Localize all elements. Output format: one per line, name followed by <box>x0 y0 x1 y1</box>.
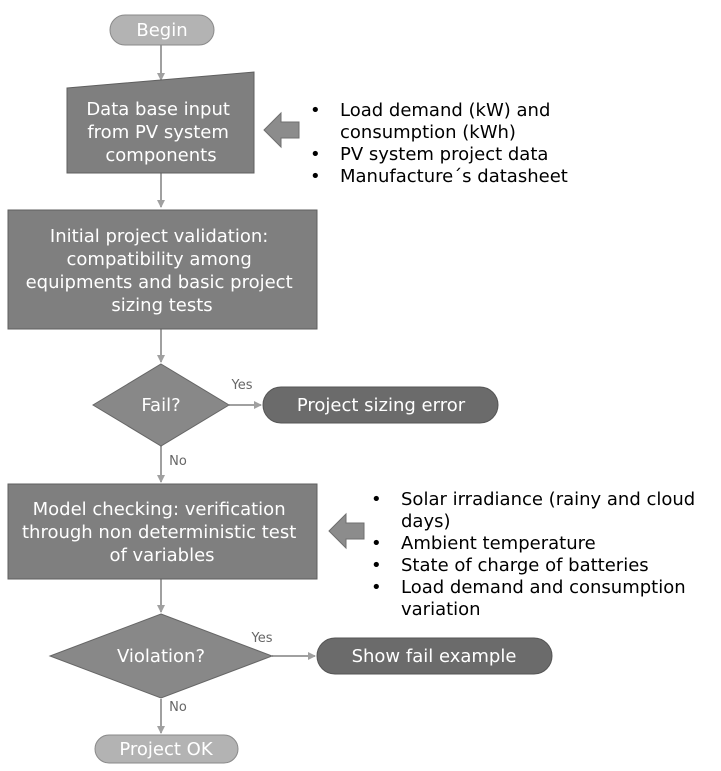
input-list-2-item: Load demand and consumption variation <box>371 577 716 621</box>
fail-yes-label: Yes <box>231 378 253 393</box>
model-checking-node <box>7 483 318 580</box>
show-fail-terminal <box>316 637 553 675</box>
sizing-error-terminal <box>262 386 499 424</box>
violation-decision <box>48 613 274 699</box>
input-list-1: Load demand (kW) and consumption (kWh) P… <box>310 100 610 188</box>
input-list-1-item: Load demand (kW) and consumption (kWh) <box>310 100 610 144</box>
violation-no-label: No <box>169 700 187 715</box>
sizing-error-label: Project sizing error <box>297 395 466 416</box>
input-list-2-item: State of charge of batteries <box>371 555 716 577</box>
input-list-2-item: Solar irradiance (rainy and cloud days) <box>371 489 716 533</box>
begin-label: Begin <box>136 20 187 41</box>
input-list-1-item: PV system project data <box>310 144 610 166</box>
validation-node <box>7 209 318 330</box>
validation-label: Initial project validation: compatibilit… <box>26 226 299 316</box>
project-ok-terminal <box>94 734 239 764</box>
violation-label: Violation? <box>117 646 205 667</box>
data-input-node <box>66 71 255 174</box>
input-list-2: Solar irradiance (rainy and cloud days) … <box>371 489 716 621</box>
fail-decision <box>92 363 230 447</box>
input-list-2-item: Ambient temperature <box>371 533 716 555</box>
input-list-1-item: Manufacture´s datasheet <box>310 166 610 188</box>
violation-yes-label: Yes <box>251 631 273 646</box>
project-ok-label: Project OK <box>119 739 213 760</box>
fail-no-label: No <box>169 454 187 469</box>
input-arrow-2 <box>328 512 365 550</box>
data-input-label: Data base input from PV system component… <box>86 99 235 166</box>
input-arrow-1 <box>263 111 300 149</box>
model-checking-label: Model checking: verification through non… <box>22 499 302 566</box>
begin-terminal <box>109 14 215 46</box>
fail-label: Fail? <box>141 395 180 416</box>
connectors <box>157 44 316 734</box>
show-fail-label: Show fail example <box>352 646 517 667</box>
